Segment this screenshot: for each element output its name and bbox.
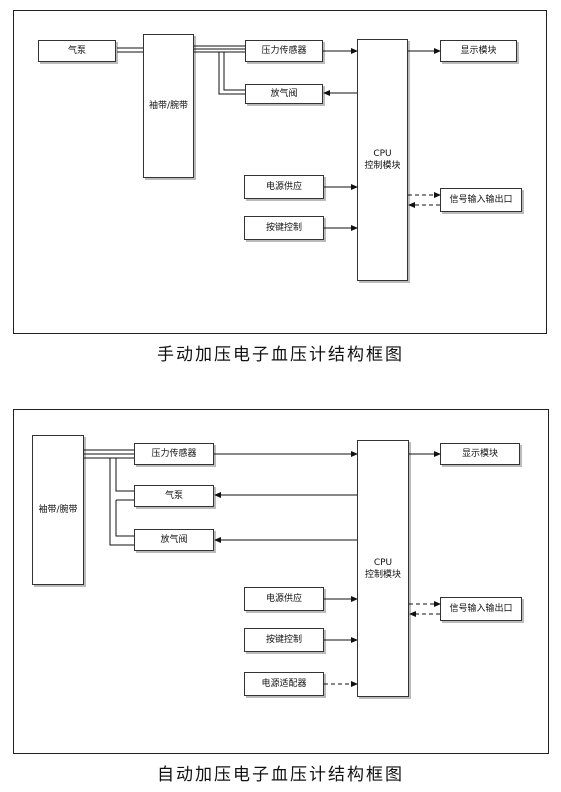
auto-signal-io-label: 信号输入输出口 — [449, 604, 513, 614]
manual-cuff-block: 袖带/腕带 — [143, 34, 194, 178]
manual-diagram-caption: 手动加压电子血压计结构框图 — [157, 345, 404, 365]
manual-diagram-panel — [13, 10, 547, 334]
auto-diagram-caption: 自动加压电子血压计结构框图 — [157, 765, 404, 785]
manual-keys-label: 按键控制 — [265, 223, 302, 233]
manual-pump-label: 气泵 — [67, 46, 86, 56]
auto-power-label: 电源供应 — [265, 594, 302, 604]
auto-cpu-label-1: CPU — [373, 557, 393, 568]
auto-keys-label: 按键控制 — [265, 635, 302, 645]
auto-display-block: 显示模块 — [440, 443, 520, 465]
auto-pump-label: 气泵 — [164, 491, 183, 501]
auto-pressure-sensor-block: 压力传感器 — [134, 443, 214, 465]
manual-power-label: 电源供应 — [265, 182, 302, 192]
auto-keys-block: 按键控制 — [244, 628, 324, 652]
manual-valve-block: 放气阀 — [245, 84, 323, 104]
auto-adapter-block: 电源适配器 — [244, 672, 324, 696]
manual-pressure-sensor-block: 压力传感器 — [245, 40, 323, 62]
manual-cpu-label-2: 控制模块 — [364, 161, 401, 171]
manual-cpu-label-1: CPU — [373, 149, 392, 159]
auto-cpu-block: CPU 控制模块 — [357, 440, 409, 697]
manual-signal-io-label: 信号输入输出口 — [449, 195, 513, 205]
manual-valve-label: 放气阀 — [270, 89, 298, 99]
auto-pressure-sensor-label: 压力传感器 — [151, 449, 197, 459]
manual-pressure-sensor-label: 压力传感器 — [261, 46, 307, 56]
manual-power-block: 电源供应 — [244, 175, 324, 199]
auto-display-label: 显示模块 — [461, 449, 498, 459]
auto-valve-block: 放气阀 — [134, 529, 214, 551]
auto-cuff-block: 袖带/腕带 — [32, 435, 84, 585]
auto-cpu-label-2: 控制模块 — [364, 569, 401, 580]
auto-pump-block: 气泵 — [134, 485, 214, 507]
auto-signal-io-block: 信号输入输出口 — [440, 597, 522, 621]
auto-adapter-label: 电源适配器 — [261, 679, 307, 689]
auto-diagram-panel — [13, 409, 549, 754]
manual-pump-block: 气泵 — [38, 40, 116, 62]
manual-cpu-block: CPU 控制模块 — [357, 39, 408, 281]
manual-keys-block: 按键控制 — [244, 216, 324, 240]
auto-valve-label: 放气阀 — [160, 535, 188, 545]
manual-signal-io-block: 信号输入输出口 — [440, 188, 522, 212]
auto-power-block: 电源供应 — [244, 587, 324, 611]
manual-display-label: 显示模块 — [460, 46, 497, 56]
auto-cuff-label: 袖带/腕带 — [38, 505, 78, 515]
manual-cuff-label: 袖带/腕带 — [148, 101, 189, 111]
